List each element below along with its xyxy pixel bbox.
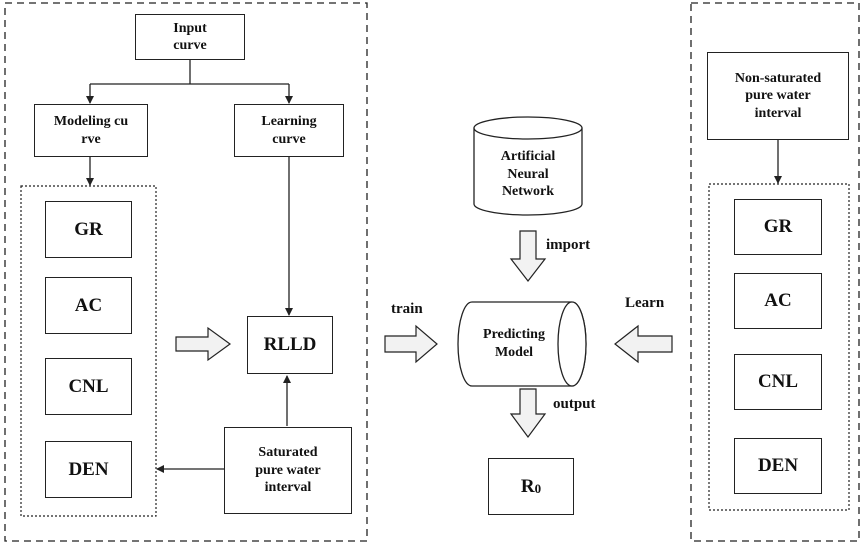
hollow-arrow-train [384,324,438,364]
hollow-arrow-import [509,230,547,282]
left-ac-box: AC [45,277,132,334]
non-saturated-interval-box: Non-saturated pure water interval [707,52,849,140]
learn-label: Learn [625,295,665,311]
r0-subscript: 0 [534,481,542,497]
import-label: import [546,237,591,253]
train-label: train [391,301,423,317]
predicting-model-label: Predicting Model [483,327,545,360]
right-den-box: DEN [734,438,822,494]
ann-label: Artificial Neural Network [500,149,556,199]
ann-cylinder [473,116,583,216]
modeling-curve-box: Modeling cu rve [34,104,148,157]
left-panel-border [4,2,368,542]
left-curve-group-border [20,185,157,517]
right-gr-box: GR [734,199,822,255]
right-cnl-box: CNL [734,354,822,410]
predicting-model-cylinder [457,301,587,387]
right-curve-group-border [708,183,850,511]
rlld-box: RLLD [247,316,333,374]
hollow-arrow-to-rlld [175,326,232,362]
hollow-arrow-output [509,388,547,439]
saturated-interval-box: Saturated pure water interval [224,427,352,514]
left-gr-box: GR [45,201,132,258]
right-ac-box: AC [734,273,822,329]
r0-main: R [520,475,535,497]
left-den-box: DEN [45,441,132,498]
left-cnl-box: CNL [45,358,132,415]
learning-curve-box: Learning curve [234,104,344,157]
hollow-arrow-learn [614,324,673,364]
output-label: output [553,396,596,412]
right-panel-border [690,2,860,542]
input-curve-box: Input curve [135,14,245,60]
